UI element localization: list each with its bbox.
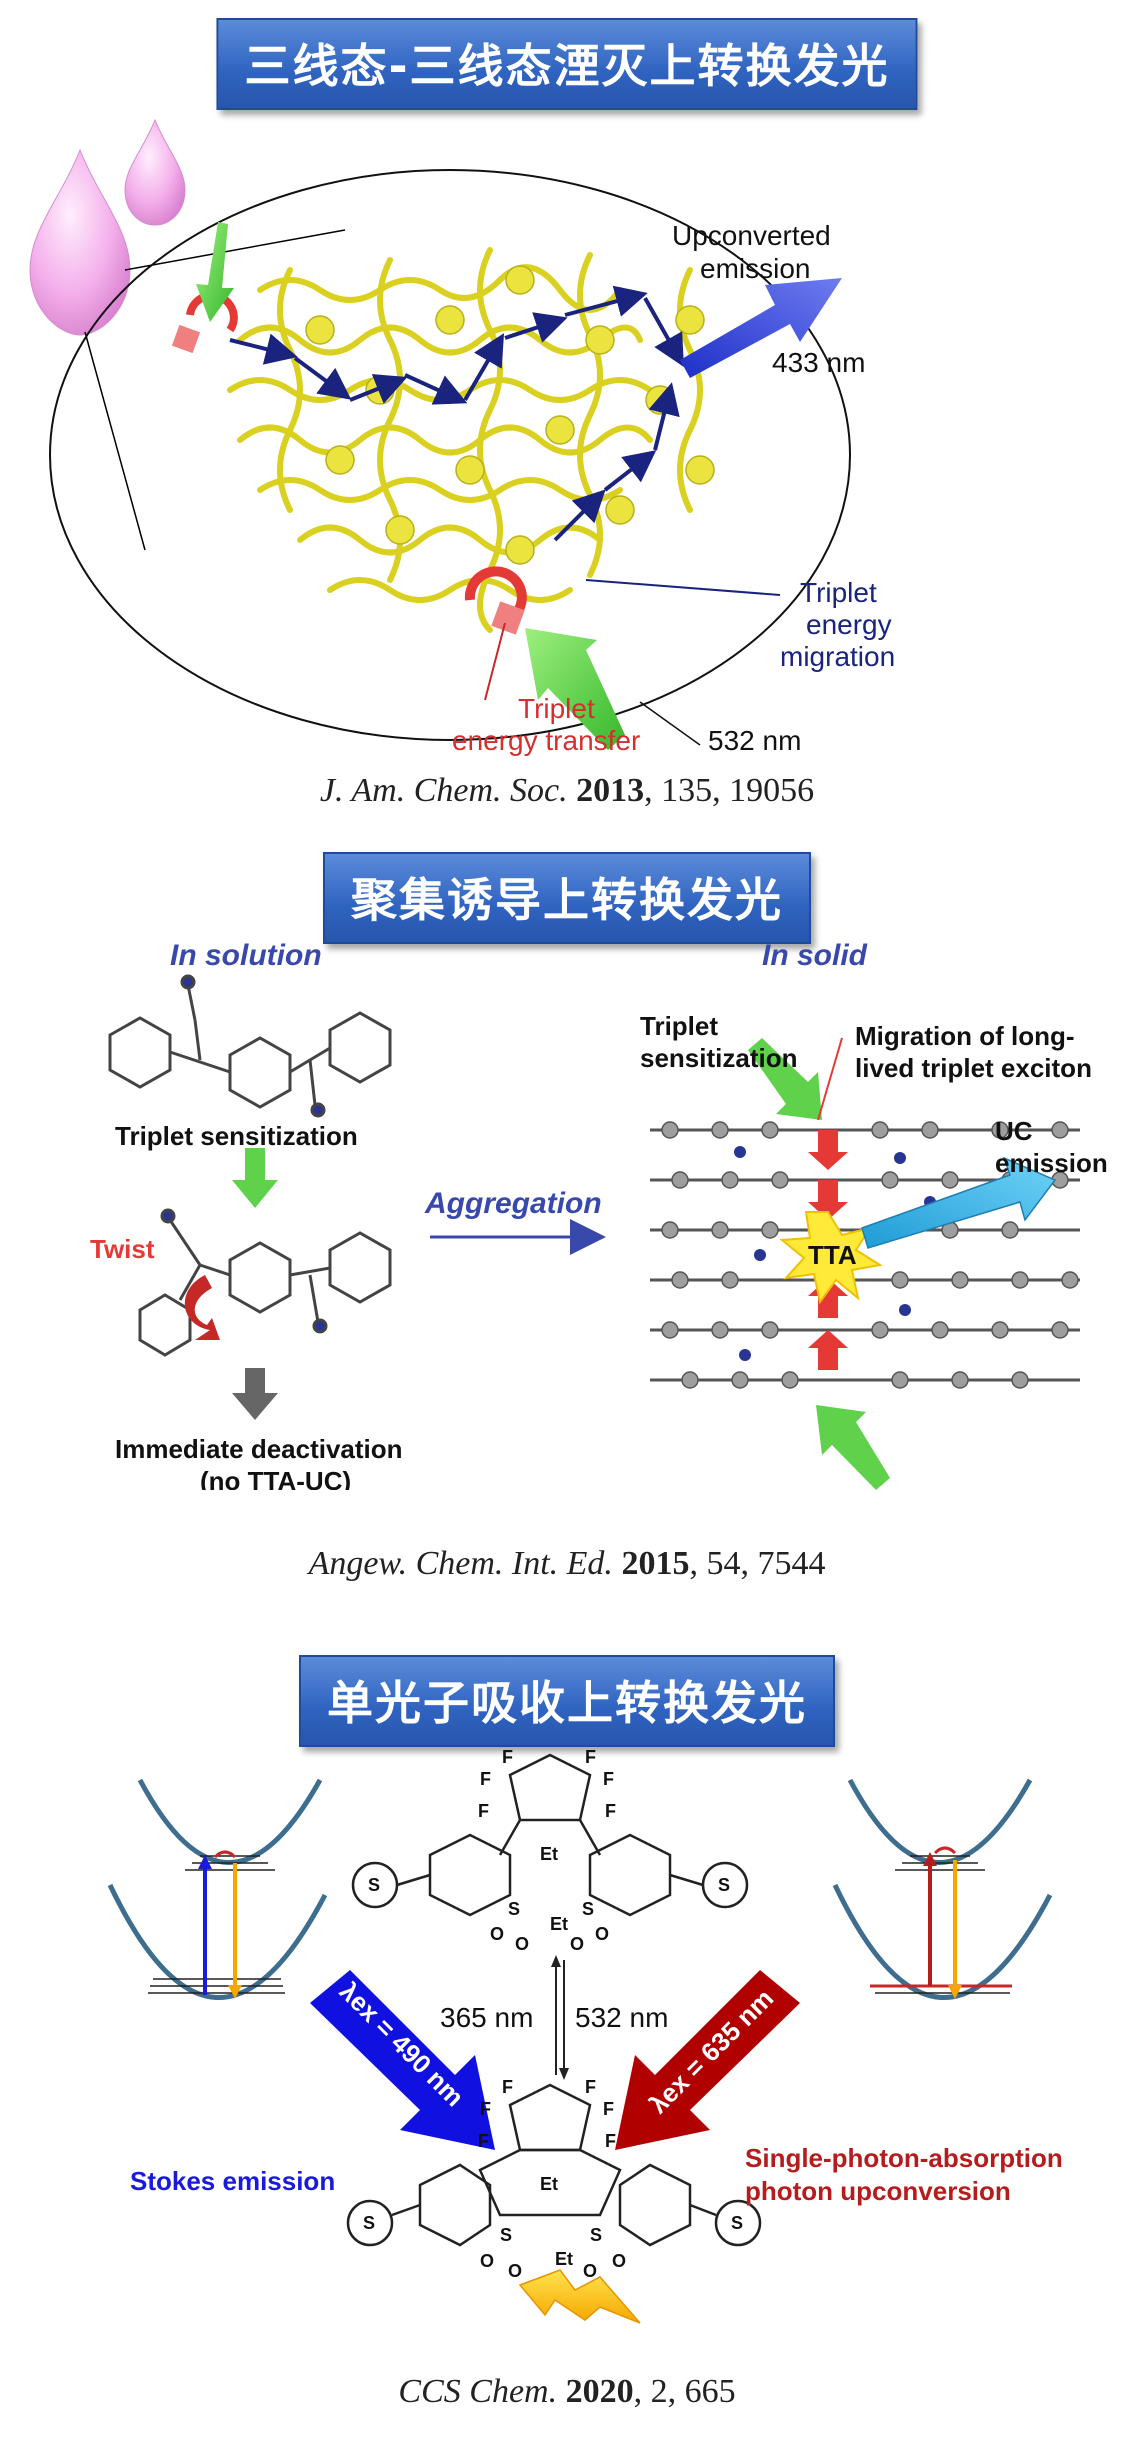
svg-text:Et: Et — [540, 2174, 558, 2194]
exciton-migration-arrows — [808, 1130, 848, 1370]
label-tta: TTA — [808, 1240, 857, 1270]
svg-text:S: S — [718, 1875, 730, 1895]
svg-text:F: F — [480, 1769, 491, 1789]
label-532nm: 532 nm — [708, 725, 801, 756]
molecule-solution — [108, 974, 392, 1118]
twist-arrow — [184, 1275, 220, 1340]
svg-text:Et: Et — [555, 2249, 573, 2269]
svg-text:O: O — [612, 2251, 626, 2271]
label-365nm: 365 nm — [440, 2002, 533, 2033]
aie-uc-illustration: In solution In solid Triplet sensitizati… — [90, 939, 1108, 1490]
excitation-arrow-635 — [615, 1970, 800, 2150]
citation-2: Angew. Chem. Int. Ed. 2015, 54, 7544 — [308, 1545, 826, 1582]
citation-3: CCS Chem. 2020, 2, 665 — [398, 2373, 736, 2410]
label-single-photon-2: photon upconversion — [745, 2176, 1011, 2206]
svg-text:S: S — [368, 1875, 380, 1895]
label-uc-1: UC — [995, 1116, 1033, 1146]
svg-text:S: S — [508, 1899, 520, 1919]
label-solid-sens-1: Triplet — [640, 1011, 718, 1041]
grey-down-arrow — [232, 1368, 278, 1420]
label-transfer-2: energy transfer — [452, 725, 640, 756]
yellow-molecule-network — [227, 247, 703, 633]
svg-text:F: F — [502, 2077, 513, 2097]
section-2-title: 聚集诱导上转换发光 — [323, 852, 811, 944]
label-uc-2: emission — [995, 1148, 1108, 1178]
label-deact-2: (no TTA-UC) — [200, 1466, 351, 1490]
svg-text:F: F — [605, 2131, 616, 2151]
green-arrow-top — [196, 222, 234, 322]
svg-text:Et: Et — [550, 1914, 568, 1934]
svg-text:S: S — [500, 2225, 512, 2245]
svg-text:Et: Et — [540, 1844, 558, 1864]
svg-text:S: S — [363, 2213, 375, 2233]
uc-emission-arrow — [861, 1156, 1057, 1249]
green-sens-arrow-bottom — [816, 1405, 890, 1490]
label-aggregation: Aggregation — [424, 1187, 602, 1220]
green-arrow-bottom — [525, 628, 625, 750]
green-sens-arrow-top — [748, 1038, 822, 1120]
label-532nm-ccs: 532 nm — [575, 2002, 668, 2033]
label-twist: Twist — [90, 1234, 155, 1264]
sensitizer-top — [171, 291, 238, 354]
label-migration-3: migration — [780, 641, 895, 672]
label-single-photon-1: Single-photon-absorption — [745, 2143, 1063, 2173]
svg-text:F: F — [478, 2131, 489, 2151]
section-3-title: 单光子吸收上转换发光 — [299, 1655, 835, 1747]
green-down-arrow — [232, 1148, 278, 1208]
svg-text:F: F — [605, 1801, 616, 1821]
citation-1: J. Am. Chem. Soc. 2013, 135, 19056 — [319, 772, 815, 809]
droplet-small — [124, 118, 186, 226]
droplet-large — [29, 148, 131, 336]
molecule-twisted — [138, 1208, 392, 1357]
svg-text:S: S — [582, 1899, 594, 1919]
energy-migration-arrows — [229, 285, 684, 542]
section-1-title: 三线态-三线态湮灭上转换发光 — [216, 18, 918, 110]
label-upconverted: Upconverted — [672, 220, 831, 251]
label-stokes: Stokes emission — [130, 2166, 335, 2196]
svg-text:F: F — [585, 1747, 596, 1767]
label-in-solution: In solution — [170, 939, 322, 972]
label-in-solid: In solid — [762, 939, 868, 972]
svg-text:F: F — [603, 2099, 614, 2119]
svg-text:O: O — [583, 2261, 597, 2281]
svg-text:S: S — [731, 2213, 743, 2233]
svg-text:S: S — [590, 2225, 602, 2245]
label-triplet-sens: Triplet sensitization — [115, 1121, 358, 1151]
emission-bolt — [518, 2269, 641, 2324]
label-migration-long-2: lived triplet exciton — [855, 1053, 1092, 1083]
molecule-closed-form — [346, 2083, 762, 2247]
molecule-open-form — [351, 1753, 749, 1917]
label-migration-1: Triplet — [800, 577, 877, 608]
label-migration-long-1: Migration of long- — [855, 1021, 1075, 1051]
right-energy-diagram — [832, 1778, 1053, 2000]
svg-text:O: O — [515, 1934, 529, 1954]
svg-text:F: F — [585, 2077, 596, 2097]
label-deact-1: Immediate deactivation — [115, 1434, 403, 1464]
label-migration-2: energy — [806, 609, 892, 640]
label-solid-sens-2: sensitization — [640, 1043, 797, 1073]
blue-emission-arrow — [680, 278, 842, 378]
zoom-ellipse — [49, 169, 851, 741]
svg-text:O: O — [595, 1924, 609, 1944]
svg-text:O: O — [508, 2261, 522, 2281]
excitation-arrow-490 — [310, 1970, 495, 2150]
svg-text:F: F — [478, 1801, 489, 1821]
svg-text:F: F — [502, 1747, 513, 1767]
tta-uc-illustration: Upconverted emission 433 nm Triplet ener… — [29, 118, 895, 756]
label-transfer-1: Triplet — [518, 693, 595, 724]
svg-text:O: O — [490, 1924, 504, 1944]
sensitizer-bottom — [464, 566, 527, 635]
tta-star — [779, 1211, 883, 1305]
label-emission: emission — [700, 253, 810, 284]
svg-text:F: F — [603, 1769, 614, 1789]
svg-text:O: O — [480, 2251, 494, 2271]
label-433nm: 433 nm — [772, 347, 865, 378]
left-energy-diagram — [107, 1778, 328, 2000]
svg-text:O: O — [570, 1934, 584, 1954]
svg-text:F: F — [480, 2099, 491, 2119]
